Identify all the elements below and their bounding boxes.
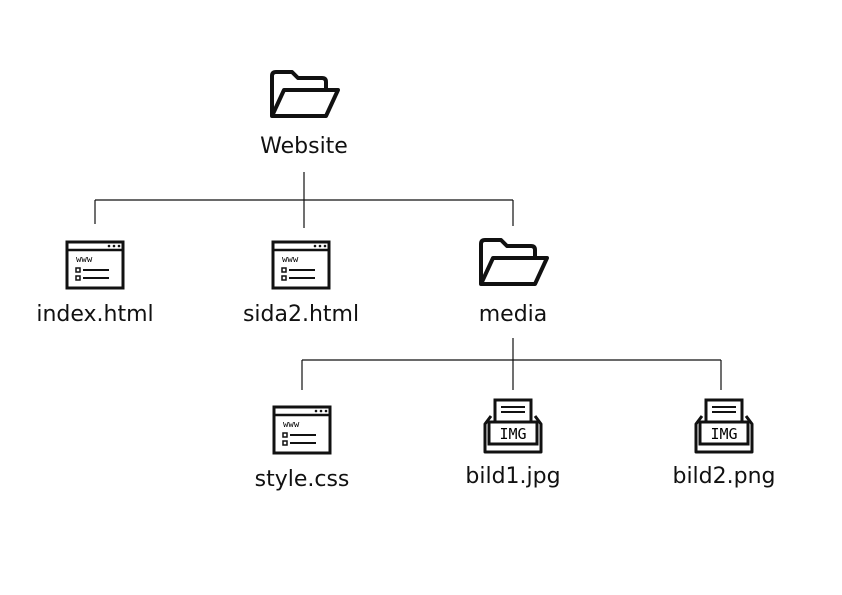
image-file-icon: IMG [694,398,754,454]
webpage-icon: www [271,240,331,290]
node-index-html[interactable]: www index.html [5,240,185,328]
image-file-icon: IMG [483,398,543,454]
webpage-icon: www [272,405,332,455]
node-label: bild2.png [672,464,776,489]
node-media[interactable]: media [423,234,603,328]
node-bild2-png[interactable]: IMG bild2.png [634,398,814,490]
node-sida2-html[interactable]: www sida2.html [211,240,391,328]
node-label: style.css [254,467,350,492]
node-label: bild1.jpg [465,464,561,489]
node-bild1-jpg[interactable]: IMG bild1.jpg [423,398,603,490]
folder-icon [270,70,340,118]
folder-icon [479,238,549,286]
node-style-css[interactable]: www style.css [212,405,392,493]
node-website[interactable]: Website [214,66,394,160]
www-text: www [283,420,300,430]
www-text: www [282,255,299,265]
node-label: sida2.html [242,302,360,327]
img-text: IMG [499,425,526,443]
node-label: index.html [36,302,154,327]
webpage-icon: www [65,240,125,290]
www-text: www [76,255,93,265]
node-label: media [478,302,548,327]
img-text: IMG [710,425,737,443]
node-label: Website [260,134,348,159]
